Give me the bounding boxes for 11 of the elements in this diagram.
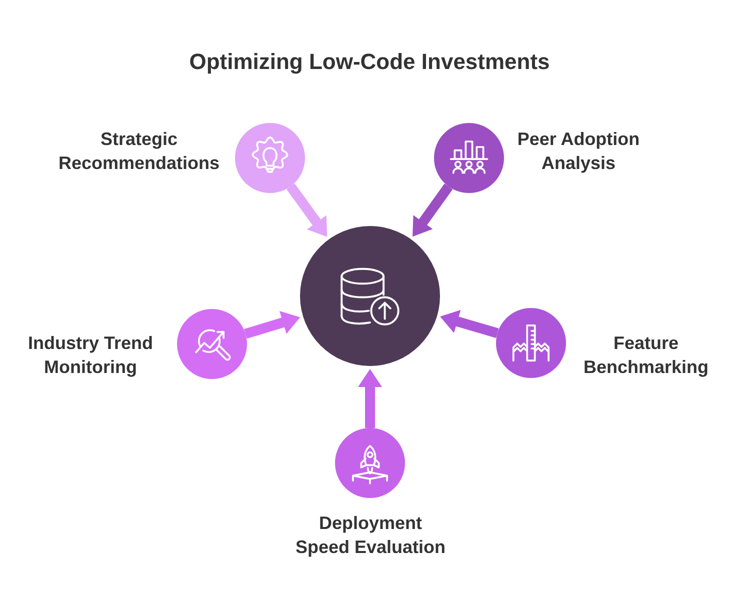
diagram-title: Optimizing Low-Code Investments	[189, 49, 550, 75]
node-label: Peer Adoption Analysis	[517, 128, 640, 175]
arrow	[440, 310, 499, 338]
arrow	[358, 369, 382, 428]
node-label: Strategic Recommendations	[58, 128, 220, 175]
node-label: Feature Benchmarking	[583, 332, 709, 379]
arrow	[244, 310, 300, 339]
arrow	[286, 183, 328, 237]
arrow	[412, 184, 453, 237]
node-label: Industry Trend Monitoring	[28, 332, 153, 379]
node-label: Deployment Speed Evaluation	[295, 512, 446, 559]
